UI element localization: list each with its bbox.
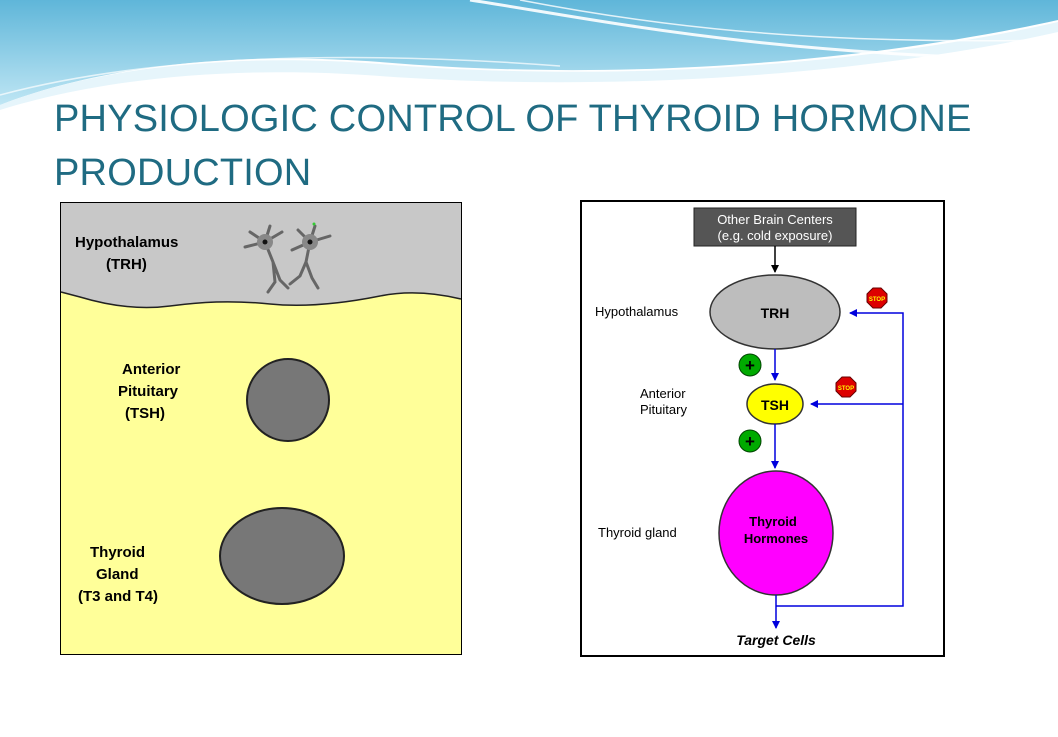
thyroid-label-line-1: Thyroid	[90, 544, 145, 561]
thyroid-gland-label: Thyroid gland	[598, 525, 677, 540]
trh-label: (TRH)	[106, 256, 147, 273]
other-centers-line-1: Other Brain Centers	[717, 212, 833, 227]
tsh-label: (TSH)	[125, 405, 165, 422]
anatomy-diagram: Hypothalamus (TRH) Anterior Pituitary (T…	[60, 202, 462, 655]
slide-title-line-1: PHYSIOLOGIC CONTROL OF THYROID HORMONE	[54, 98, 972, 140]
stop-sign-icon: STOP	[835, 376, 857, 398]
pituitary-label-line-1: Anterior	[122, 361, 181, 378]
pituitary-label-line-2: Pituitary	[640, 402, 687, 417]
stimulate-plus-icon: +	[738, 353, 762, 377]
target-cells-label: Target Cells	[736, 632, 816, 648]
trh-label: TRH	[761, 305, 790, 321]
svg-text:+: +	[745, 432, 755, 451]
brain-region	[61, 203, 461, 308]
header-wave-banner	[0, 0, 1058, 110]
thyroid-gland-organ	[219, 507, 345, 605]
tsh-label: TSH	[761, 397, 789, 413]
anterior-pituitary-organ	[246, 358, 330, 442]
svg-text:+: +	[745, 356, 755, 375]
pituitary-label-line-1: Anterior	[640, 386, 686, 401]
stimulate-plus-icon: +	[738, 429, 762, 453]
neuron-icon	[243, 224, 290, 294]
feedback-diagram: Other Brain Centers (e.g. cold exposure)…	[580, 200, 945, 657]
t3-t4-label: (T3 and T4)	[78, 588, 158, 605]
hormones-label-line-2: Hormones	[744, 531, 808, 546]
pituitary-label-line-2: Pituitary	[118, 383, 179, 400]
svg-text:STOP: STOP	[838, 386, 854, 392]
slide-title: PHYSIOLOGIC CONTROL OF THYROID HORMONE P…	[54, 92, 1014, 200]
negative-feedback-to-hypothalamus	[776, 309, 904, 607]
stop-sign-icon: STOP	[866, 287, 888, 309]
other-centers-line-2: (e.g. cold exposure)	[718, 228, 833, 243]
hypothalamus-label: Hypothalamus	[75, 234, 178, 251]
hypothalamus-label: Hypothalamus	[595, 304, 679, 319]
svg-text:STOP: STOP	[869, 297, 885, 303]
thyroid-label-line-2: Gland	[96, 566, 139, 583]
slide-title-line-2: PRODUCTION	[54, 152, 312, 194]
neuron-icon	[288, 222, 332, 290]
hormones-label-line-1: Thyroid	[749, 514, 797, 529]
